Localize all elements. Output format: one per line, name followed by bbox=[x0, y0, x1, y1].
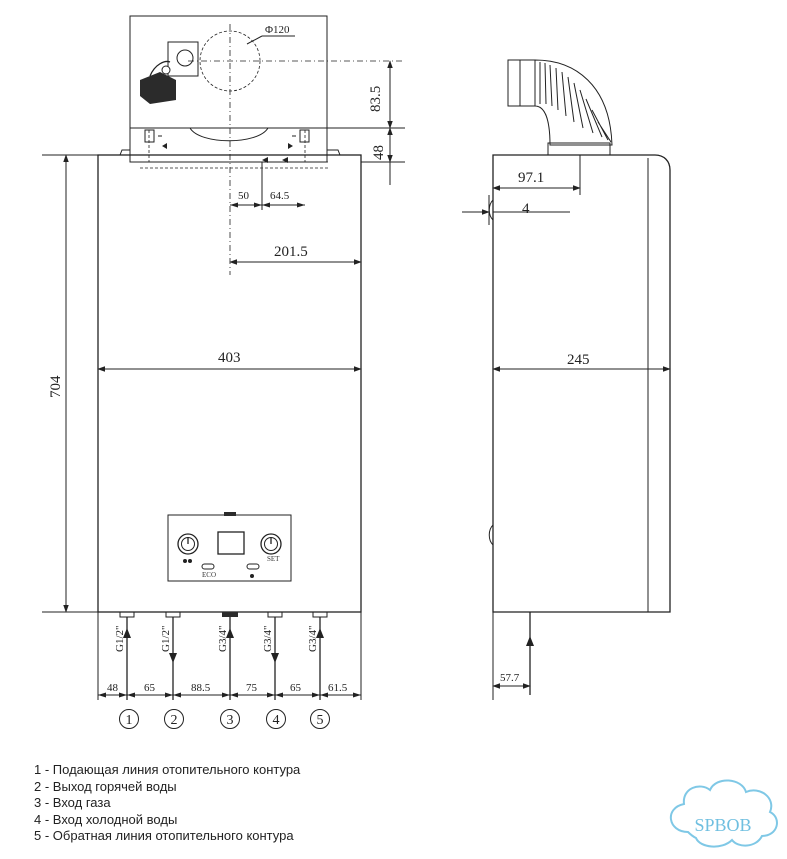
spacing-2: 65 bbox=[144, 682, 156, 694]
flue-offset-label: 97.1 bbox=[518, 170, 544, 186]
connection-numbers bbox=[119, 709, 330, 729]
panel-label-set: SET bbox=[267, 555, 280, 563]
panel-label-eco: ECO bbox=[202, 571, 216, 579]
flue-height-label: 83.5 bbox=[368, 86, 384, 112]
connection-2-thread: G1/2" bbox=[160, 626, 172, 653]
legend-item: 1 - Подающая линия отопительного контура bbox=[34, 762, 300, 779]
legend-item: 5 - Обратная линия отопительного контура bbox=[34, 828, 300, 845]
boiler-body-front bbox=[97, 154, 362, 613]
legend-item: 4 - Вход холодной воды bbox=[34, 812, 300, 829]
legend-text: - Подающая линия отопительного контура bbox=[44, 762, 301, 777]
legend-number: 2 bbox=[34, 778, 42, 794]
legend-text: - Вход холодной воды bbox=[44, 811, 178, 827]
legend-item: 3 - Вход газа bbox=[34, 795, 300, 812]
depth-label: 245 bbox=[567, 352, 590, 368]
watermark-text: SPBOB bbox=[694, 815, 751, 835]
connection-number-4: 4 bbox=[273, 713, 280, 728]
spacing-3: 88.5 bbox=[191, 682, 211, 694]
width-label: 403 bbox=[218, 350, 241, 366]
connection-1-thread: G1/2" bbox=[114, 626, 126, 653]
bottom-spacing-dimension bbox=[97, 612, 362, 700]
bracket-hook-right bbox=[288, 129, 310, 162]
bottom-offset-label: 57.7 bbox=[500, 672, 520, 684]
offset-a-label: 50 bbox=[238, 190, 250, 202]
connection-4-thread: G3/4" bbox=[262, 626, 274, 653]
control-panel: ECO SET bbox=[167, 512, 292, 582]
spbob-logo: SPBOB bbox=[669, 779, 778, 848]
spacing-6: 61.5 bbox=[328, 682, 348, 694]
boiler-body-side bbox=[492, 154, 671, 613]
flue-mounting-plate bbox=[129, 15, 328, 163]
left-knob bbox=[177, 533, 199, 555]
flue-clamp-icon bbox=[140, 41, 199, 104]
legend-text: - Обратная линия отопительного контура bbox=[44, 828, 294, 843]
flue-height-dimension bbox=[327, 60, 405, 185]
spacing-4: 75 bbox=[246, 682, 258, 694]
legend-number: 4 bbox=[34, 811, 42, 827]
connection-number-3: 3 bbox=[227, 713, 234, 728]
side-view: 97.1 4 245 57.7 bbox=[462, 59, 671, 700]
connection-number-2: 2 bbox=[171, 713, 178, 728]
legend-number: 5 bbox=[34, 828, 42, 843]
axis-offset-label: 201.5 bbox=[274, 244, 308, 260]
spacing-1: 48 bbox=[107, 682, 119, 694]
display-screen bbox=[217, 531, 245, 555]
bracket-height-label: 48 bbox=[371, 145, 387, 160]
connection-number-1: 1 bbox=[126, 713, 133, 728]
legend-text: - Вход газа bbox=[44, 795, 111, 810]
legend-text: - Выход горячей воды bbox=[44, 778, 177, 794]
legend-number: 1 bbox=[34, 762, 42, 777]
wall-gap-label: 4 bbox=[522, 201, 530, 217]
front-view: Φ120 bbox=[42, 15, 405, 729]
legend-number: 3 bbox=[34, 795, 42, 810]
connection-number-5: 5 bbox=[317, 713, 324, 728]
connection-legend: 1 - Подающая линия отопительного контура… bbox=[34, 762, 300, 845]
legend-item: 2 - Выход горячей воды bbox=[34, 779, 300, 796]
bracket-hook-left bbox=[144, 129, 167, 162]
offset-b-label: 64.5 bbox=[270, 190, 290, 202]
connection-5-thread: G3/4" bbox=[307, 626, 319, 653]
right-knob bbox=[260, 533, 282, 555]
spacing-5: 65 bbox=[290, 682, 302, 694]
flue-elbow bbox=[507, 59, 613, 156]
connection-pipes bbox=[119, 611, 328, 700]
connection-3-thread: G3/4" bbox=[217, 626, 229, 653]
flue-diameter-label: Φ120 bbox=[265, 24, 290, 36]
height-label: 704 bbox=[48, 375, 64, 398]
top-bracket bbox=[98, 127, 361, 156]
